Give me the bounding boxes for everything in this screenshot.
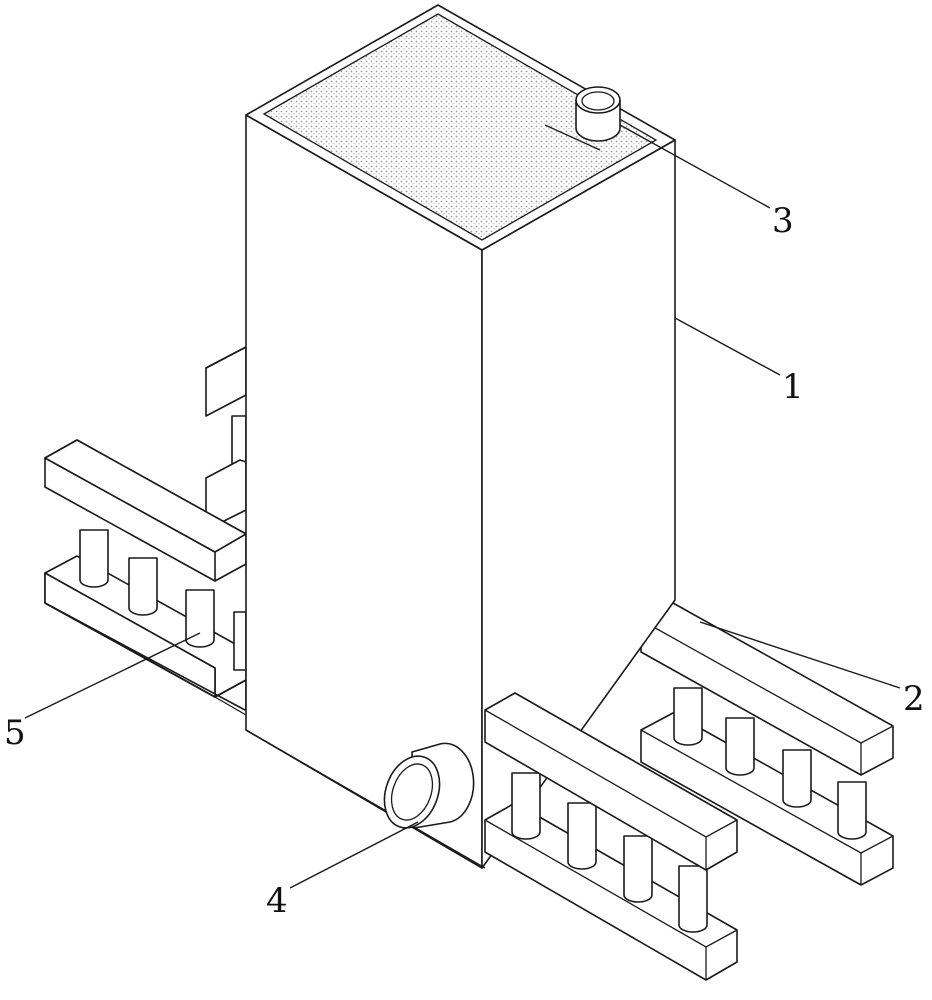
- leader-1: [674, 317, 781, 376]
- label-1: 1: [782, 367, 804, 407]
- label-5: 5: [4, 713, 26, 753]
- left-bottom-rail: [44, 555, 247, 711]
- label-3: 3: [772, 201, 794, 241]
- left-upper-block: [205, 346, 247, 417]
- leader-4: [289, 821, 419, 889]
- right-bottom-rail: [640, 712, 894, 886]
- left-pillar-1: [79, 529, 109, 588]
- label-4: 4: [266, 881, 288, 921]
- front-pillar-1: [511, 772, 541, 840]
- part-labels: 3 1 2 5 4: [4, 201, 925, 921]
- right-pillar-3: [782, 749, 812, 808]
- leader-2: [699, 621, 901, 689]
- right-pillar-2: [725, 717, 755, 776]
- left-pillar-4: [233, 611, 247, 671]
- left-pillar-2: [128, 557, 158, 616]
- leader-3: [619, 124, 771, 209]
- front-pillar-3: [623, 835, 653, 903]
- left-pillar-3: [185, 589, 215, 648]
- front-pillar-2: [567, 802, 597, 870]
- leader-lines: [24, 124, 901, 889]
- front-top-rail: [484, 692, 738, 871]
- bottom-outlet-pipe: [383, 742, 475, 829]
- main-body: [245, 4, 676, 869]
- right-pillar-4: [837, 781, 867, 840]
- label-2: 2: [903, 679, 925, 719]
- right-pillar-1: [673, 687, 703, 746]
- front-rack: [484, 692, 738, 981]
- top-inlet-pipe: [575, 86, 621, 142]
- front-pillar-4: [678, 865, 708, 933]
- body-top-textured-panel: [262, 13, 658, 241]
- left-rack: [44, 346, 247, 711]
- leader-5: [24, 632, 201, 719]
- left-rack-base-edge: [214, 696, 486, 869]
